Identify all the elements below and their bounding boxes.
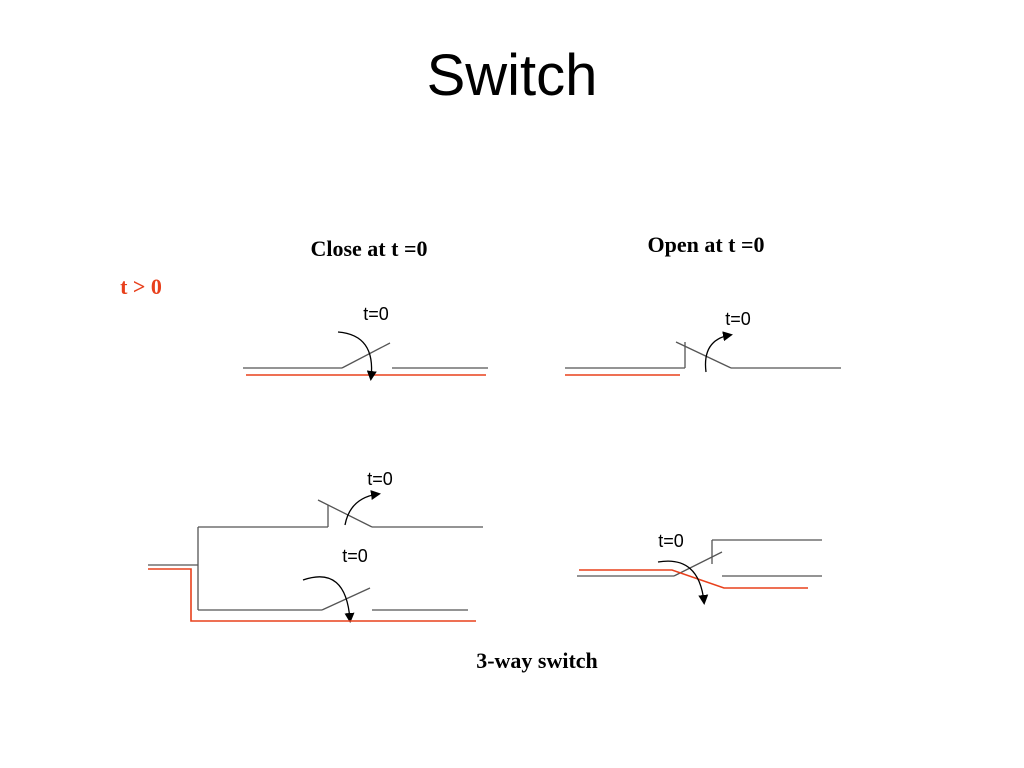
- open-heading: Open at t =0: [647, 232, 764, 257]
- three-way-upper-blade: [317, 499, 373, 528]
- three-way-energized-path: [148, 568, 476, 622]
- three-way-label: 3-way switch: [476, 648, 598, 673]
- spdt-arrow-icon: [657, 560, 709, 605]
- close-switch: t=0: [243, 304, 488, 381]
- close-switch-time-label: t=0: [363, 304, 389, 324]
- three-way-switch-pair: t=0 t=0: [148, 469, 483, 623]
- open-switch-arrow-icon: [704, 331, 733, 373]
- three-way-upper-arrow-icon: [344, 490, 381, 526]
- spdt-time-label: t=0: [658, 531, 684, 551]
- three-way-lower-arrow-icon: [302, 576, 355, 623]
- three-way-lower-time-label: t=0: [342, 546, 368, 566]
- open-switch-blade: [675, 341, 732, 369]
- spdt-blade: [673, 551, 723, 577]
- three-way-single-switch: t=0: [577, 531, 822, 605]
- close-switch-arrow-icon: [337, 331, 377, 381]
- condition-label: t > 0: [120, 274, 162, 299]
- close-switch-blade: [341, 342, 391, 369]
- close-heading: Close at t =0: [310, 236, 427, 261]
- open-switch: t=0: [565, 309, 841, 376]
- three-way-upper-time-label: t=0: [367, 469, 393, 489]
- open-switch-time-label: t=0: [725, 309, 751, 329]
- slide-title: Switch: [426, 43, 598, 108]
